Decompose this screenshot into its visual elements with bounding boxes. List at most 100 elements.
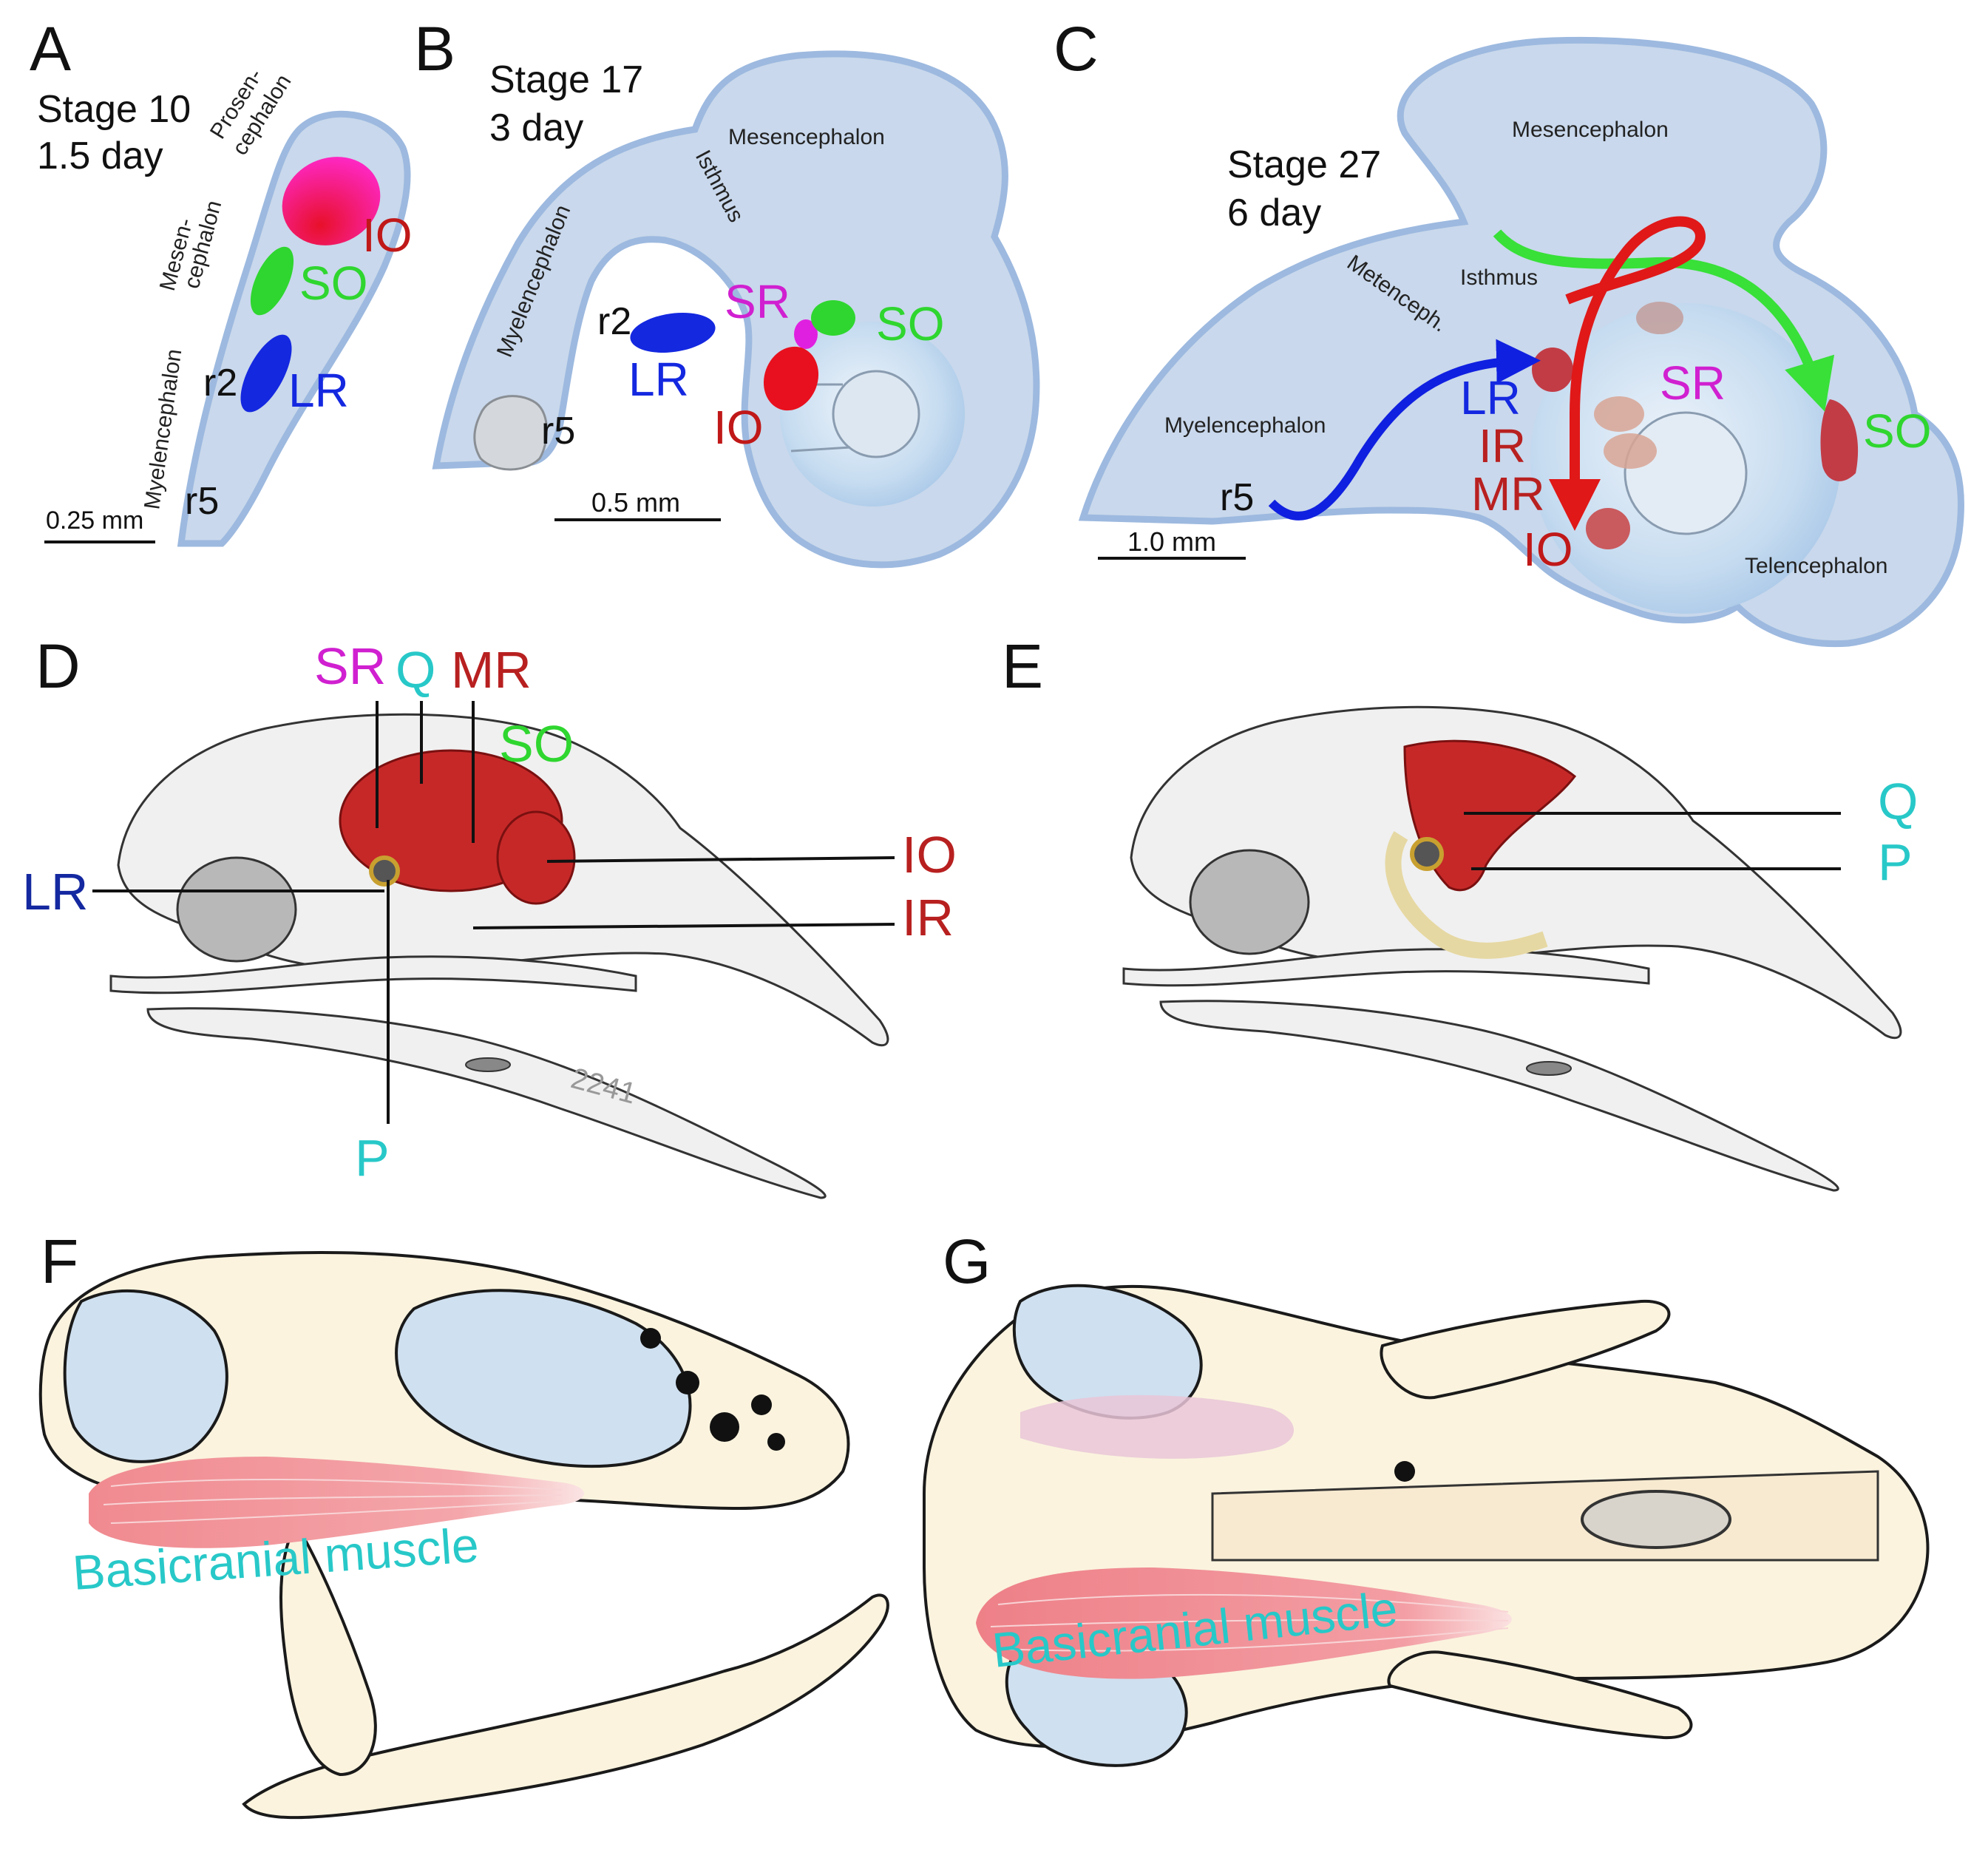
panel-e-p-label: P (1878, 833, 1913, 891)
panel-a-scale-label: 0.25 mm (46, 506, 143, 535)
panel-a-r2-label: r2 (203, 362, 237, 404)
panel-b: B Stage 17 3 day Mesencephalon Isthmus M… (414, 14, 1040, 569)
panel-c-stage: Stage 27 (1227, 143, 1381, 186)
panel-c-lr-muscle (1532, 348, 1573, 392)
panel-b-lr-label: LR (628, 353, 689, 406)
panel-e-letter: E (1002, 631, 1043, 701)
panel-c-age: 6 day (1227, 192, 1321, 234)
panel-c-so-muscle (1820, 399, 1859, 481)
panel-d-lower-jaw (146, 1007, 827, 1199)
panel-d-lr-label: LR (22, 863, 88, 921)
panel-c-letter: C (1054, 14, 1099, 84)
panel-d-quadrate-jugal (109, 955, 637, 994)
panel-c: C Stage 27 6 day Mesencephalon Isthmus M… (1054, 14, 1964, 648)
panel-c-mr-muscle (1604, 433, 1657, 469)
panel-b-r5-label: r5 (541, 410, 575, 453)
panel-c-isth-label: Isthmus (1460, 265, 1538, 290)
panel-c-sr-label: SR (1660, 356, 1726, 410)
panel-e-ear-region (1189, 849, 1310, 955)
panel-c-ir-label: IR (1479, 419, 1526, 472)
panel-c-io-muscle (1586, 508, 1630, 549)
panel-e-lower-jaw (1159, 1000, 1839, 1192)
panel-b-r2-label: r2 (597, 300, 631, 343)
panel-g-foramen (1394, 1461, 1415, 1482)
panel-d-io-label: IO (902, 826, 957, 884)
panel-e-pterygoid-bone (1385, 831, 1548, 959)
panel-a-age: 1.5 day (37, 135, 163, 177)
panel-d-io-muscle (496, 810, 576, 905)
panel-b-sr-label: SR (725, 275, 790, 328)
panel-g-jaw-lower (1387, 1650, 1693, 1740)
panel-c-r5-label: r5 (1220, 476, 1254, 519)
panel-c-mr-label: MR (1471, 467, 1545, 521)
panel-c-mes-label: Mesencephalon (1512, 118, 1669, 142)
panel-b-io-muscle (763, 346, 819, 411)
panel-d-optic-foramen (369, 855, 400, 887)
panel-g-vomer (1581, 1490, 1731, 1549)
panel-g-pterygoid-left (1020, 1394, 1294, 1459)
panel-g-muscle-fibres (990, 1593, 1509, 1652)
panel-e-optic-foramen (1410, 837, 1444, 871)
panel-b-scale-label: 0.5 mm (591, 487, 680, 518)
panel-a-letter: A (30, 14, 71, 84)
panel-c-sr-muscle (1636, 302, 1683, 334)
panel-a: A Stage 10 1.5 day Prosen- cephalon Mese… (30, 14, 413, 547)
panel-a-lr-muscle (240, 334, 292, 413)
panel-c-red-path (1549, 216, 1706, 531)
panel-g: G Basicranial muscle (923, 1227, 1930, 1767)
panel-d-nostril (465, 1057, 511, 1072)
panel-g-jaw-upper (1380, 1299, 1671, 1400)
panel-b-mes-label: Mesencephalon (728, 125, 885, 149)
panel-b-io-label: IO (713, 401, 764, 454)
panel-a-lr-label: LR (288, 364, 349, 417)
panel-e-nostril (1526, 1061, 1572, 1076)
panel-f-palatoquadrate (279, 1519, 377, 1777)
panel-c-ir-muscle (1594, 396, 1644, 432)
panel-b-sr-muscle (794, 319, 818, 349)
panel-c-tel-label: Telencephalon (1745, 554, 1888, 578)
panel-d-so-label: SO (499, 715, 574, 773)
panel-f-orbit (395, 1289, 692, 1468)
panel-c-scale-label: 1.0 mm (1127, 526, 1216, 557)
panel-b-so-label: SO (876, 297, 944, 350)
panel-c-so-label: SO (1863, 404, 1931, 458)
panel-d-q-label: Q (396, 641, 435, 699)
panel-a-so-label: SO (299, 257, 367, 310)
panel-f-muscle-fibres (103, 1478, 563, 1524)
panel-a-r5-label: r5 (185, 480, 219, 523)
panel-c-blue-path (1268, 339, 1541, 521)
panel-a-io-label: IO (362, 209, 413, 262)
panel-d-mr-label: MR (451, 641, 532, 699)
panel-c-lens (1624, 411, 1748, 535)
panel-c-myel-label: Myelencephalon (1164, 413, 1326, 438)
panel-d-sr-label: SR (314, 637, 386, 695)
panel-g-letter: G (943, 1227, 991, 1296)
panel-b-lens (832, 370, 920, 458)
panel-b-letter: B (414, 14, 455, 84)
panel-f-lower-jaw (242, 1593, 889, 1820)
panel-b-r5-rhombomere (473, 395, 548, 471)
panel-a-io-muscle (282, 157, 381, 245)
panel-f-otic-region (63, 1289, 228, 1463)
panel-b-lr-muscle (630, 313, 716, 353)
panel-d-ir-label: IR (902, 889, 954, 946)
panel-d-letter: D (35, 631, 81, 701)
panel-e: E Q P (1002, 631, 1918, 1192)
panel-a-region-myel: Myelencephalon (140, 348, 186, 511)
panel-a-so-muscle (250, 246, 294, 316)
panel-f-letter: F (41, 1227, 78, 1296)
panel-d-p-label: P (355, 1129, 390, 1187)
panel-e-q-label: Q (1878, 773, 1918, 830)
panel-e-quadrate-jugal (1122, 948, 1650, 987)
panel-b-so-muscle (811, 300, 855, 336)
panel-d-io-leader (546, 856, 895, 863)
panel-b-stage: Stage 17 (489, 58, 643, 101)
panel-b-age: 3 day (489, 106, 583, 149)
panel-c-io-label: IO (1523, 523, 1573, 576)
panel-f-foramina (640, 1328, 785, 1451)
panel-d: D 2241 SR Q MR SO IO IR LR P (22, 631, 957, 1199)
panel-f: F Basicranial muscle (38, 1227, 889, 1820)
panel-d-ear-region (176, 856, 297, 963)
panel-d-ir-leader (472, 923, 895, 929)
